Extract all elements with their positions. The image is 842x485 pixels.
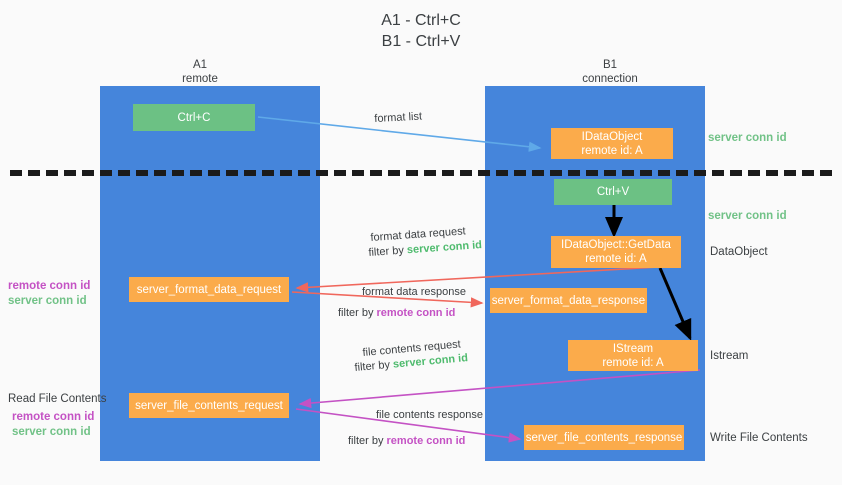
- filter-remote-conn-id: remote conn id: [386, 435, 466, 447]
- filter-by-prefix: filter by: [348, 435, 387, 447]
- arrow-label-filter-remote-conn-id-2: filter by remote conn id: [348, 434, 465, 448]
- box-ctrl-v[interactable]: Ctrl+V: [554, 179, 672, 205]
- label-remote-conn-id-1: remote conn id: [8, 280, 91, 292]
- label-remote-conn-id-2: remote conn id: [12, 411, 95, 423]
- column-header-right: B1 connection: [582, 59, 638, 85]
- filter-server-conn-id: server conn id: [406, 239, 483, 257]
- filter-by-prefix: filter by: [338, 307, 377, 319]
- box-server-format-data-response[interactable]: server_format_data_response: [490, 288, 647, 313]
- arrow-label-format-data-response: format data response: [362, 286, 466, 298]
- box-idataobject-getdata[interactable]: IDataObject::GetData remote id: A: [551, 236, 681, 268]
- label-server-conn-id-2: server conn id: [12, 426, 91, 438]
- column-header-left: A1 remote: [182, 59, 218, 85]
- box-istream[interactable]: IStream remote id: A: [568, 340, 698, 371]
- page-title: A1 - Ctrl+C B1 - Ctrl+V: [381, 12, 461, 50]
- label-read-file-contents: Read File Contents: [8, 393, 107, 405]
- label-dataobject: DataObject: [710, 246, 768, 258]
- label-server-conn-id-top: server conn id: [708, 132, 787, 144]
- filter-by-prefix: filter by: [354, 358, 394, 374]
- filter-by-prefix: filter by: [368, 244, 408, 259]
- arrow-label-file-contents-response: file contents response: [376, 409, 484, 421]
- label-server-conn-id-mid: server conn id: [708, 210, 787, 222]
- box-server-file-contents-request[interactable]: server_file_contents_request: [129, 393, 289, 418]
- arrow-label-format-list: format list: [374, 110, 423, 125]
- arrow-label-filter-remote-conn-id-1: filter by remote conn id: [338, 306, 455, 320]
- box-server-format-data-request[interactable]: server_format_data_request: [129, 277, 289, 302]
- box-ctrl-c[interactable]: Ctrl+C: [133, 104, 255, 131]
- label-server-conn-id-1: server conn id: [8, 295, 87, 307]
- label-istream: Istream: [710, 350, 749, 362]
- filter-remote-conn-id: remote conn id: [376, 307, 456, 319]
- box-idataobject[interactable]: IDataObject remote id: A: [551, 128, 673, 159]
- label-write-file-contents: Write File Contents: [710, 432, 808, 444]
- box-server-file-contents-response[interactable]: server_file_contents_response: [524, 425, 684, 450]
- dashed-divider: [10, 170, 832, 176]
